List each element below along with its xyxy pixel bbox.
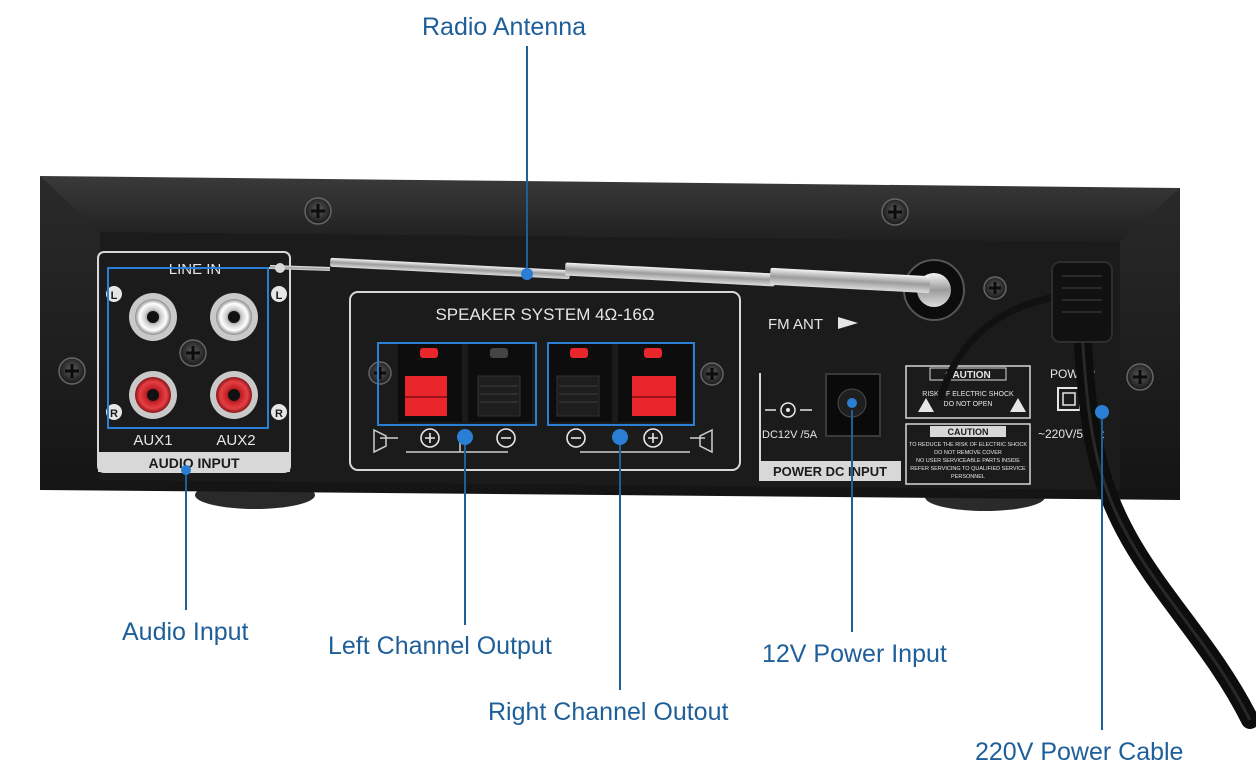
power-cable[interactable] [936, 261, 1256, 729]
svg-text:CAUTION: CAUTION [948, 427, 989, 437]
r-marker-icon [106, 404, 122, 420]
speaker-terminal-left-minus[interactable] [468, 342, 532, 422]
caution-label-2: CAUTION TO REDUCE THE RISK OF ELECTRIC S… [905, 423, 1031, 485]
screw-icon [368, 361, 392, 385]
svg-text:R: R [110, 408, 118, 420]
callout-12v-power-input: 12V Power Input [762, 640, 947, 668]
screw-icon [179, 339, 207, 367]
callout-radio-antenna: Radio Antenna [422, 13, 587, 41]
callout-right-channel-output: Right Channel Outout [488, 698, 729, 726]
warning-icon [918, 398, 934, 412]
speaker-icon [699, 428, 713, 454]
speaker-icon [373, 428, 387, 454]
svg-text:TO REDUCE THE RISK OF ELECTRIC: TO REDUCE THE RISK OF ELECTRIC SHOCK [909, 442, 1027, 448]
left-channel-marker [457, 429, 473, 445]
svg-text:REFER SERVICING TO QUALIFIED S: REFER SERVICING TO QUALIFIED SERVICE [910, 466, 1026, 472]
l-marker-icon [271, 286, 287, 302]
left-channel-highlight [377, 342, 537, 426]
caution-label-1: CAUTION RISK OF ELECTRIC SHOCK DO NOT OP… [905, 365, 1031, 419]
svg-text:DO NOT OPEN: DO NOT OPEN [944, 401, 993, 408]
plus-icon [643, 428, 663, 448]
speaker-system-label: SPEAKER SYSTEM 4Ω-16Ω [435, 305, 654, 324]
warning-icon [1010, 398, 1026, 412]
svg-text:RISK OF ELECTRIC SHOCK: RISK OF ELECTRIC SHOCK [922, 391, 1014, 398]
svg-text:L: L [276, 290, 283, 302]
speaker-terminal-left-plus[interactable] [398, 342, 462, 422]
arrow-right-icon [838, 317, 858, 329]
screw-icon [700, 362, 724, 386]
speaker-terminal-right-minus[interactable] [548, 342, 612, 422]
screw-icon [983, 276, 1007, 300]
rca-jack-aux2-right[interactable] [210, 371, 258, 419]
aux2-label: AUX2 [216, 432, 255, 449]
minus-icon [496, 428, 516, 448]
callout-220v-power-cable: 220V Power Cable [975, 738, 1184, 766]
screw-icon [58, 357, 86, 385]
l-marker-icon [106, 286, 122, 302]
power-dc-panel: POWER DC INPUT DC12V /5A [759, 373, 901, 481]
fm-ant-label: FM ANT [768, 316, 823, 333]
right-channel-marker [612, 429, 628, 445]
minus-icon [566, 428, 586, 448]
svg-text:PERSONNEL: PERSONNEL [951, 474, 985, 480]
speaker-terminal-right-plus[interactable] [618, 342, 692, 422]
svg-text:R: R [275, 408, 283, 420]
rca-jack-aux1-left[interactable] [129, 293, 177, 341]
callout-left-channel-output: Left Channel Output [328, 632, 552, 660]
svg-text:L: L [111, 290, 118, 302]
power-dc-input-label: POWER DC INPUT [773, 464, 887, 479]
screw-icon [304, 197, 332, 225]
screw-icon [1126, 363, 1154, 391]
right-channel-highlight [547, 342, 695, 426]
svg-text:DO NOT REMOVE COVER: DO NOT REMOVE COVER [934, 450, 1002, 456]
svg-text:NO USER SERVICEABLE PARTS INSI: NO USER SERVICEABLE PARTS INSIDE [916, 458, 1020, 464]
chassis-top [40, 176, 1180, 250]
plus-icon [420, 428, 440, 448]
audio-input-highlight [107, 267, 269, 429]
aux1-label: AUX1 [133, 432, 172, 449]
audio-input-panel: LINE IN AUDIO INPUT AUX1 AUX2 L L R R [97, 251, 291, 473]
r-marker-icon [271, 404, 287, 420]
line-in-label: LINE IN [169, 261, 222, 278]
telescopic-antenna[interactable] [269, 257, 931, 294]
dc-spec-label: DC12V /5A [762, 429, 818, 441]
svg-text:CAUTION: CAUTION [945, 370, 991, 381]
callout-lines [181, 46, 1109, 730]
rca-jack-aux2-left[interactable] [210, 293, 258, 341]
dc-polarity-icon [765, 402, 812, 418]
callout-audio-input: Audio Input [122, 618, 249, 646]
audio-input-panel-label: AUDIO INPUT [149, 455, 240, 471]
screw-icon [881, 198, 909, 226]
rca-jack-aux1-right[interactable] [129, 371, 177, 419]
